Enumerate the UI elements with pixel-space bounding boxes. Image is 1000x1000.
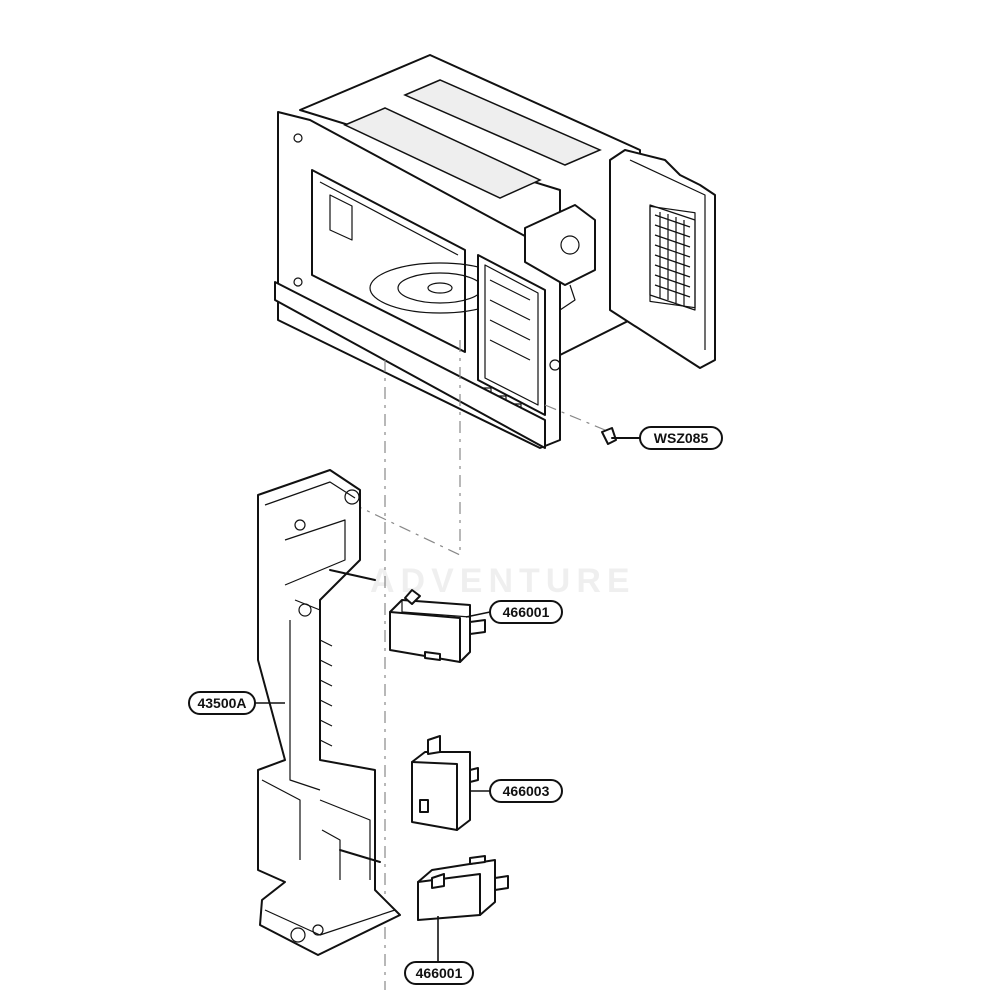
micro-switch-middle [411,735,479,831]
callout-466003: 466003 [489,779,563,803]
leader-lines [255,611,491,962]
callout-466001-top: 466001 [489,600,563,624]
callout-43500a: 43500A [188,691,256,715]
callout-text: 466003 [503,783,550,799]
screw-icon [601,427,641,445]
callout-wsz085: WSZ085 [639,426,723,450]
latch-board [257,469,401,956]
callout-text: 43500A [197,695,246,711]
micro-switch-top [389,589,486,663]
callout-466001-bottom: 466001 [404,961,474,985]
callout-text: WSZ085 [654,430,709,446]
callout-text: 466001 [503,604,550,620]
alignment-lines [354,340,606,990]
callout-text: 466001 [416,965,463,981]
microwave-cavity [274,54,716,449]
micro-switch-bottom [417,855,509,921]
